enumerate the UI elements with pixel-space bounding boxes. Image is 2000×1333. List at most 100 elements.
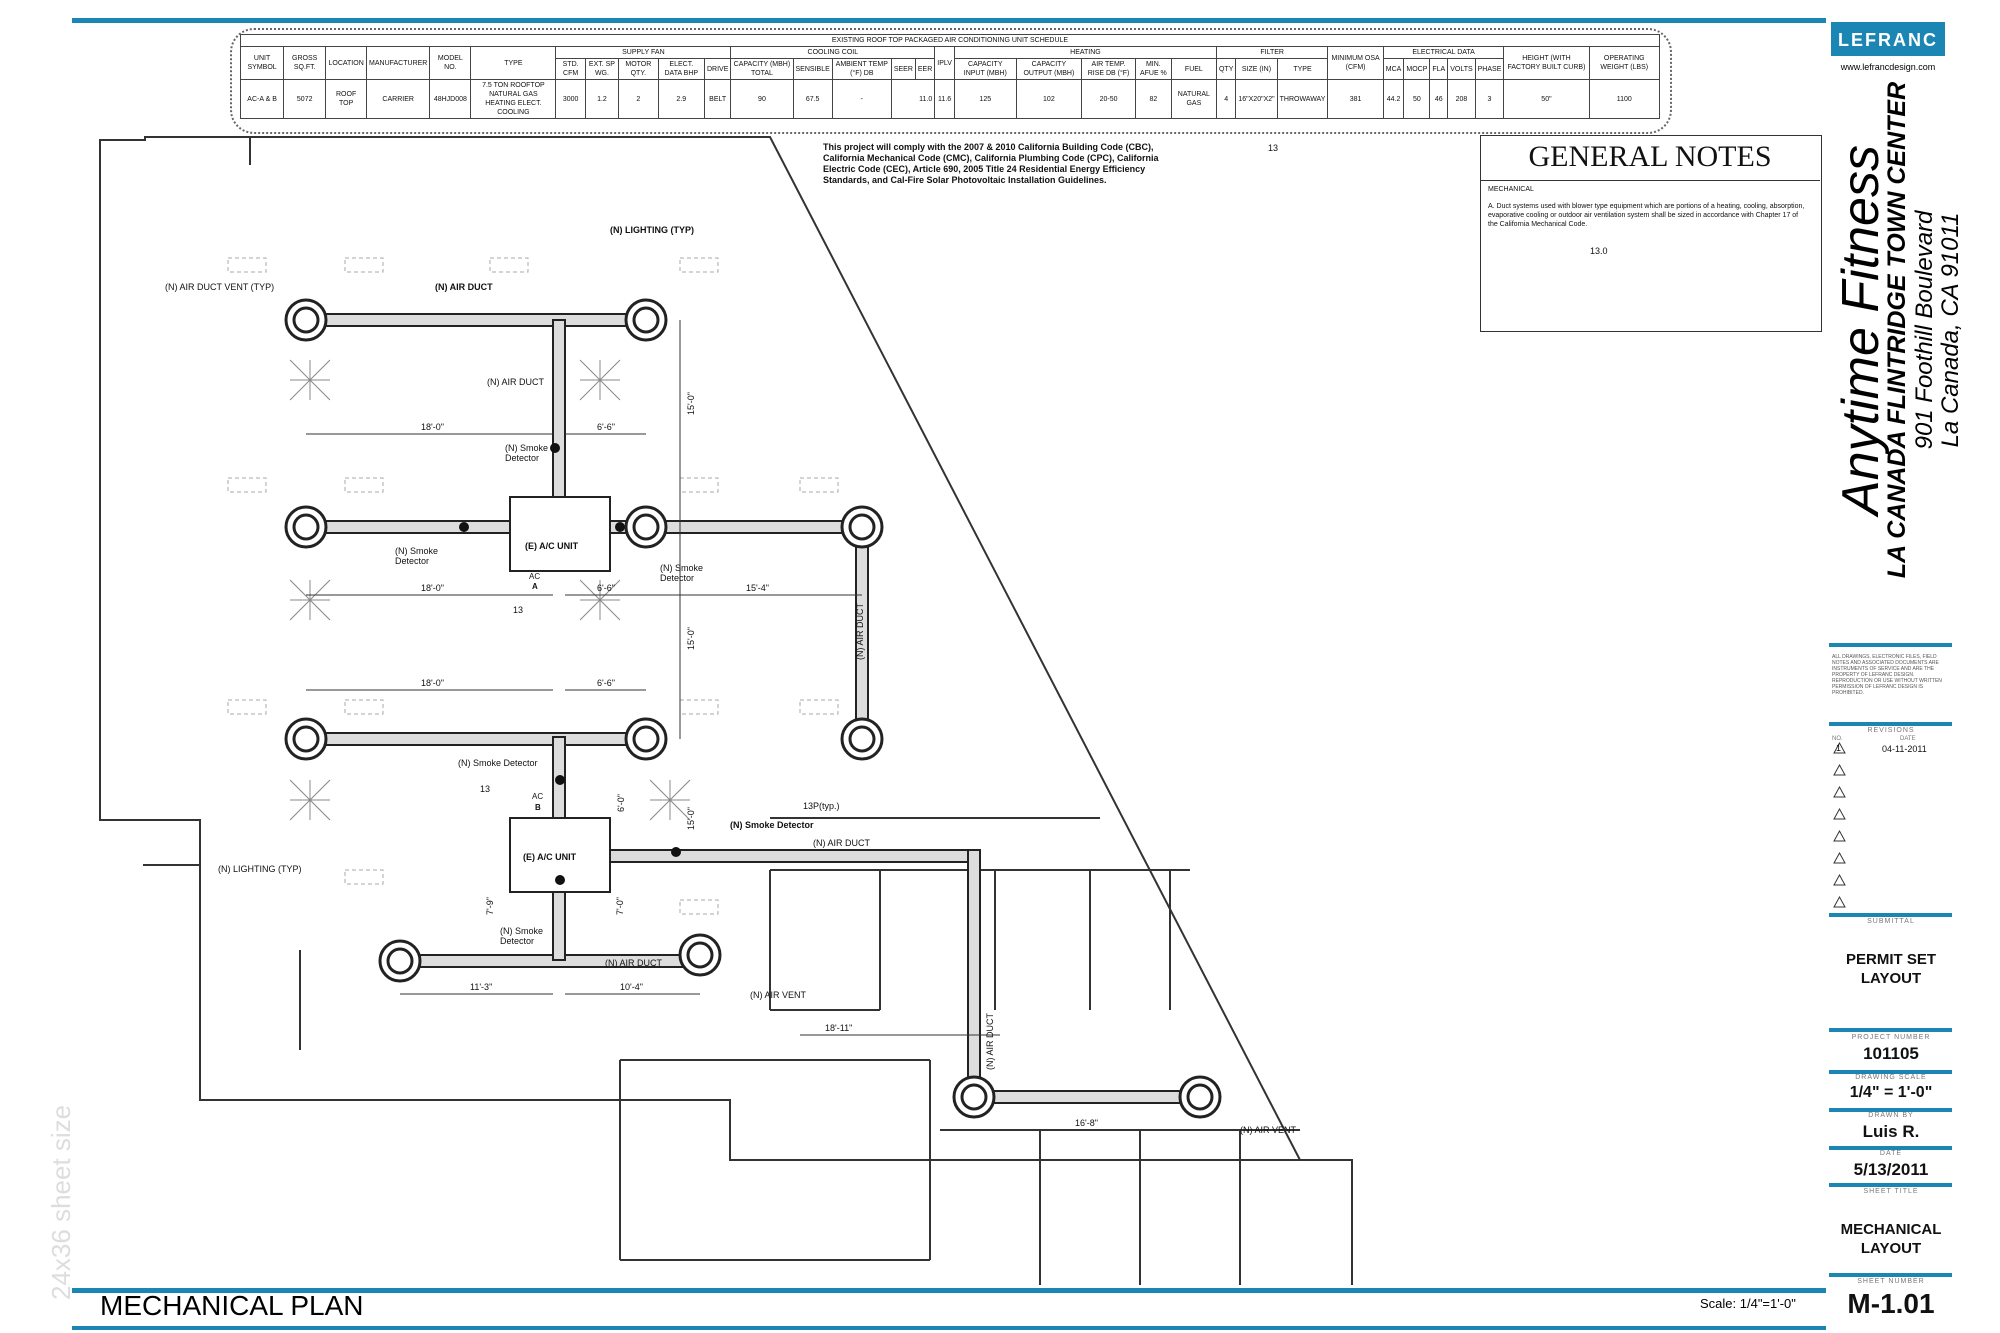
schedule-cell: 208 (1447, 79, 1476, 119)
air-duct-lower-label: (N) AIR DUCT (605, 958, 662, 968)
project-address1: 901 Foothill Boulevard (1911, 210, 1938, 449)
schedule-cell: 381 (1327, 79, 1384, 119)
ac-unit-a-label: (E) A/C UNIT (525, 541, 579, 551)
smoke-detector-label-5: (N) Smoke Detector (730, 820, 814, 830)
schedule-header: OPERATING WEIGHT (LBS) (1588, 46, 1661, 80)
rev-no-label: NO. (1832, 736, 1843, 742)
air-vents (284, 298, 1222, 1119)
dimension: 15'-4" (746, 583, 769, 593)
schedule-cell: 3000 (555, 79, 586, 119)
schedule-cell: ROOF TOP (325, 79, 368, 119)
revisions-label: REVISIONS (1867, 727, 1915, 734)
project-address2: La Canada, CA 91011 (1937, 213, 1964, 448)
project-name-text: Anytime Fitness (1832, 145, 1890, 518)
ref-tag-13: 13 (513, 605, 524, 615)
schedule-cell: 1.2 (584, 79, 620, 119)
schedule-cell: 7.5 TON ROOFTOP NATURAL GAS HEATING ELEC… (470, 79, 557, 119)
smoke-detector-label-6: (N) Smoke Detector (500, 926, 544, 946)
drawn-by-label: DRAWN BY (1868, 1112, 1914, 1119)
bottom-rule (72, 1288, 1826, 1293)
dimension: 6'-0" (616, 794, 626, 812)
air-duct-vertical-label: (N) AIR DUCT (855, 603, 865, 660)
dimension: 15'-0" (686, 807, 696, 830)
schedule-cell: 20-50 (1081, 79, 1136, 119)
title-block (1829, 643, 1952, 1277)
project-number: 101105 (1863, 1044, 1919, 1063)
dimension: 10'-4" (620, 982, 643, 992)
general-notes-section: MECHANICAL (1488, 186, 1534, 193)
schedule-header: MINIMUM OSA (CFM) (1327, 46, 1384, 80)
ceiling-fans (289, 359, 691, 821)
dimension: 7'-9" (485, 897, 495, 915)
air-duct-bottom-label: (N) AIR DUCT (985, 1013, 995, 1070)
ref-tag-13-b: 13 (480, 784, 491, 794)
light-fixtures (227, 257, 839, 915)
lighting-label: (N) LIGHTING (TYP) (610, 225, 694, 235)
rev-date-label: DATE (1900, 736, 1916, 742)
schedule-cell: 90 (730, 79, 794, 119)
schedule-cell: 11.6 (934, 79, 955, 119)
general-notes-box (1480, 135, 1822, 332)
rev1-date: 04-11-2011 (1882, 744, 1927, 754)
rev1-number: 1 (1836, 743, 1842, 753)
smoke-detector-label-2: (N) Smoke Detector (395, 546, 439, 566)
project-center: LA CANADA FLINTRIDGE TOWN CENTER (1883, 82, 1911, 578)
air-duct-label-2: (N) AIR DUCT (487, 377, 544, 387)
smoke-detectors (459, 443, 681, 885)
air-duct-vent-label: (N) AIR DUCT VENT (TYP) (165, 282, 275, 292)
dimension-lines (306, 320, 1200, 1131)
dimension: 18'-0" (421, 583, 444, 593)
schedule-cell: THROWAWAY (1276, 79, 1329, 119)
schedule-cell: 50" (1503, 79, 1590, 119)
schedule-header: STD. CFM (555, 58, 586, 80)
ac-units (509, 496, 611, 893)
dimension: 6'-6" (597, 678, 615, 688)
drawing-title: MECHANICAL PLAN (100, 1290, 363, 1321)
schedule-header: HEIGHT (WITH FACTORY BUILT CURB) (1503, 46, 1590, 80)
schedule-header: GROSS SQ.FT. (283, 46, 327, 80)
submittal-value: PERMIT SET LAYOUT (1845, 951, 1936, 987)
schedule-cell: 16"X20"X2" (1235, 79, 1278, 119)
submittal-label: SUBMITTAL (1867, 918, 1915, 925)
dimension: 18'-11" (825, 1023, 853, 1033)
dimension: 16'-8" (1075, 1118, 1098, 1128)
dimension: 7'-0" (615, 897, 625, 915)
dimension: 6'-6" (597, 583, 615, 593)
schedule-cell: 2 (618, 79, 659, 119)
copyright-notice: ALL DRAWINGS, ELECTRONIC FILES, FIELD NO… (1832, 654, 1942, 696)
air-duct-right-label: (N) AIR DUCT (813, 838, 870, 848)
sheet-title-label: SHEET TITLE (1863, 1188, 1919, 1195)
schedule-cell: 4 (1215, 79, 1237, 119)
dimension: 15'-0" (686, 392, 696, 415)
firm-logo-text: LEFRANC (1838, 30, 1938, 50)
general-notes-divider (1480, 180, 1820, 181)
project-identity: Anytime Fitness LA CANADA FLINTRIDGE TOW… (1832, 82, 1964, 578)
revision-triangles (1833, 741, 1846, 908)
smoke-detector-label: (N) Smoke Detector (505, 443, 549, 463)
schedule-header: MODEL NO. (429, 46, 472, 80)
schedule-header: MOCP (1403, 58, 1431, 80)
schedule-header: AIR TEMP. RISE DB (°F) (1081, 58, 1136, 80)
schedule-cell: CARRIER (366, 79, 431, 119)
air-duct-label: (N) AIR DUCT (435, 282, 493, 292)
general-notes-ref: 13.0 (1590, 246, 1608, 256)
schedule-title: EXISTING ROOF TOP PACKAGED AIR CONDITION… (240, 34, 1660, 46)
firm-website: www.lefrancdesign.com (1840, 62, 1936, 72)
dimension: 11'-3" (470, 982, 493, 992)
dimension: 6'-6" (597, 422, 615, 432)
smoke-detector-label-3: (N) Smoke Detector (660, 563, 704, 583)
air-ducts (305, 313, 1201, 1104)
air-vent-label-2: (N) AIR VENT (1240, 1125, 1297, 1135)
schedule-cell: 5072 (283, 79, 327, 119)
lighting-label-2: (N) LIGHTING (TYP) (218, 864, 302, 874)
schedule-cell: 11.0 (890, 79, 936, 119)
ref-tag-13p: 13P(typ.) (803, 801, 840, 811)
ref-tag-13-c: 13 (1268, 143, 1279, 153)
air-vent-label: (N) AIR VENT (750, 990, 807, 1000)
sheet-title: MECHANICAL LAYOUT (1840, 1221, 1942, 1257)
schedule-cell: 67.5 (792, 79, 833, 119)
title-bottom-rule (72, 1326, 1826, 1330)
schedule-header: CAPACITY INPUT (MBH) (953, 58, 1017, 80)
sheet-number: M-1.01 (1847, 1288, 1935, 1319)
schedule-cell: 82 (1134, 79, 1172, 119)
